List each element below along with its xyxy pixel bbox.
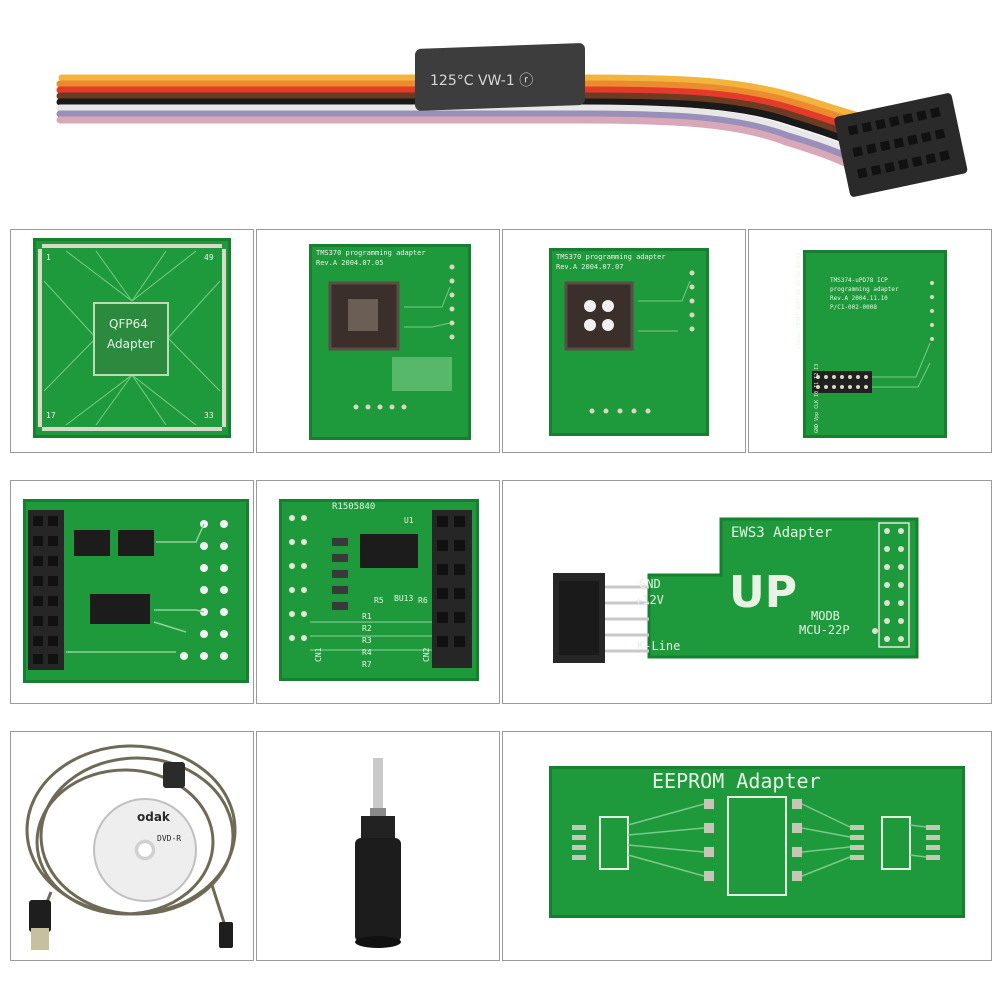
dc-power-adapter: [355, 758, 401, 948]
qfp64-label-1: QFP64: [109, 317, 148, 331]
panel-tms374: TMS374-uPD78 ICP programming adapter Rev…: [748, 229, 992, 453]
eeprom-board: EEPROM Adapter: [549, 766, 965, 918]
panel-tms370-a: TMS370 programming adapter Rev.A 2004.07…: [256, 229, 500, 453]
ews3-12v: +12V: [635, 593, 664, 607]
cn2-label: CN2: [422, 647, 431, 662]
r1505840-board: R1505840 U1 R5 BU13 R6 R1 R2 R3 R4 R7 CN…: [279, 499, 479, 681]
tms374-lower-pin-labels: GND Vpp CLK I0 I1 I2 I3: [814, 363, 820, 433]
tms374-upper-pin-labels: +5Vcon RESET WRST O0 O1 O2 O3 O4: [796, 252, 802, 349]
panel-usb-cable-cd: odak DVD-R: [10, 731, 254, 961]
qfp64-pin-49: 49: [204, 253, 214, 262]
r5-label: R5: [374, 596, 384, 605]
tms374-line2: programming adapter: [830, 286, 899, 293]
ews3-mcu: MCU-22P: [799, 623, 850, 637]
panel-tms370-b: TMS370 programming adapter Rev.A 2004.07…: [502, 229, 746, 453]
qfp64-pin-1: 1: [46, 253, 51, 262]
tms370-a-board: TMS370 programming adapter Rev.A 2004.07…: [309, 244, 471, 440]
tms370-a-line2: Rev.A 2004.07.05: [316, 259, 384, 267]
ribbon-cable: 125°C VW-1 ⓡ: [40, 40, 980, 210]
tms374-line3: Rev.A 2004.11.10: [830, 295, 888, 302]
tms370-b-board: TMS370 programming adapter Rev.A 2004.07…: [549, 248, 709, 436]
cd-disc: odak DVD-R: [93, 798, 197, 902]
bu13-label: BU13: [394, 594, 414, 603]
cd-format: DVD-R: [157, 834, 182, 843]
ews3-title: EWS3 Adapter: [731, 525, 833, 541]
ews3-kline: K-Line: [637, 639, 681, 653]
r3-label: R3: [362, 636, 372, 645]
tms374-line4: P/C1-002-0008: [830, 304, 877, 311]
tms370-b-line2: Rev.A 2004.07.07: [556, 263, 624, 271]
panel-eeprom: EEPROM Adapter: [502, 731, 992, 961]
r7-label: R7: [362, 660, 372, 669]
qfp64-board: QFP64 Adapter 1 49 17 33: [33, 238, 231, 438]
ews3-board: EWS3 Adapter UP GND +12V K-Line MODB MCU…: [549, 515, 969, 665]
tms370-a-line1: TMS370 programming adapter: [316, 249, 426, 257]
tms374-line1: TMS374-uPD78 ICP: [830, 277, 888, 284]
eeprom-title: EEPROM Adapter: [652, 769, 821, 793]
panel-dual-socket-board: [10, 480, 254, 704]
sleeve-text: 125°C VW-1 ⓡ: [430, 73, 534, 89]
ews3-gnd: GND: [639, 577, 661, 591]
panel-power-adapter: [256, 731, 500, 961]
r6-label: R6: [418, 596, 428, 605]
qfp64-pin-17: 17: [46, 411, 56, 420]
cn1-label: CN1: [314, 647, 323, 662]
r4-label: R4: [362, 648, 372, 657]
u1-label: U1: [404, 516, 414, 525]
tms374-board: TMS374-uPD78 ICP programming adapter Rev…: [796, 250, 947, 438]
r1-label: R1: [362, 612, 372, 621]
r1505840-code: R1505840: [332, 502, 376, 512]
qfp64-pin-33: 33: [204, 411, 214, 420]
tms370-b-line1: TMS370 programming adapter: [556, 253, 666, 261]
panel-ews3: EWS3 Adapter UP GND +12V K-Line MODB MCU…: [502, 480, 992, 704]
cd-brand: odak: [137, 810, 170, 824]
ews3-modb: MODB: [811, 609, 840, 623]
r2-label: R2: [362, 624, 372, 633]
ews3-logo: UP: [729, 567, 797, 618]
dual-socket-board: [23, 499, 249, 683]
panel-r1505840: R1505840 U1 R5 BU13 R6 R1 R2 R3 R4 R7 CN…: [256, 480, 500, 704]
usb-cable: [25, 744, 237, 950]
qfp64-label-2: Adapter: [107, 337, 155, 351]
panel-qfp64: QFP64 Adapter 1 49 17 33: [10, 229, 254, 453]
